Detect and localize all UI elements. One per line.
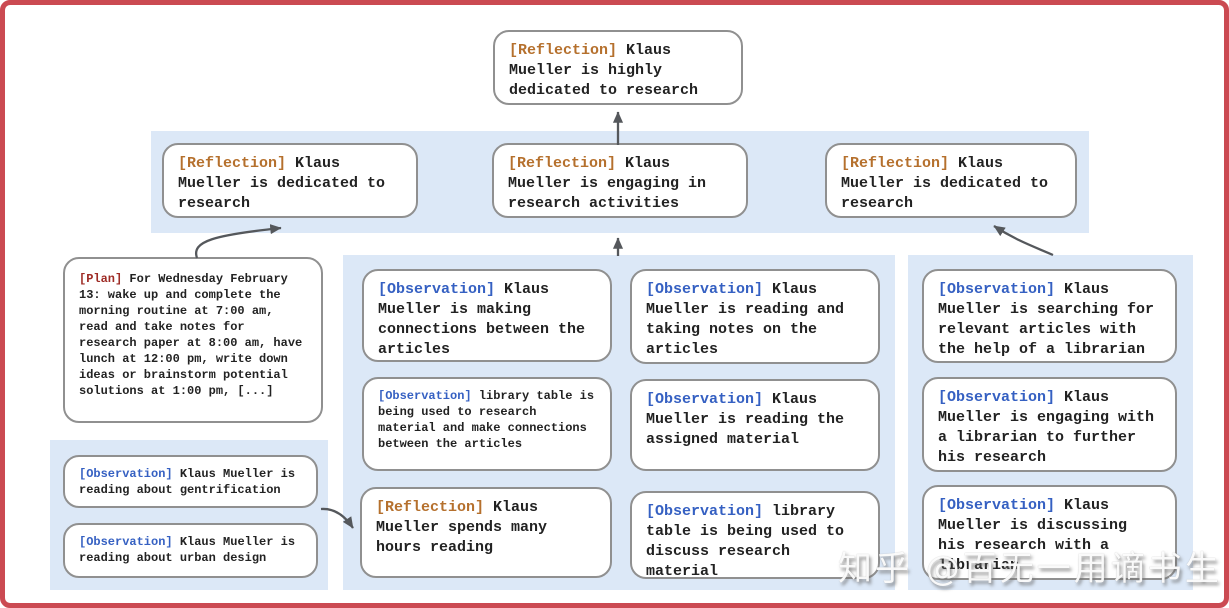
observation-tag: [Observation]: [378, 389, 472, 403]
node-reflection-left: [Reflection] Klaus Mueller is dedicated …: [162, 143, 418, 218]
node-observation-library-discuss: [Observation] library table is being use…: [630, 491, 880, 580]
node-observation-gentrification: [Observation] Klaus Mueller is reading a…: [63, 455, 318, 508]
node-observation-library-research: [Observation] library table is being use…: [362, 377, 612, 471]
observation-tag: [Observation]: [79, 535, 173, 549]
node-reflection-right: [Reflection] Klaus Mueller is dedicated …: [825, 143, 1077, 218]
node-text: Klaus Mueller spends many hours reading: [376, 499, 548, 556]
reflection-tag: [Reflection]: [841, 155, 950, 172]
reflection-tag: [Reflection]: [376, 499, 485, 516]
observation-tag: [Observation]: [938, 497, 1056, 514]
observation-tag: [Observation]: [938, 281, 1056, 298]
node-root-reflection: [Reflection] Klaus Mueller is highly ded…: [493, 30, 743, 105]
observation-tag: [Observation]: [646, 281, 764, 298]
zhihu-watermark: 知乎 @百无一用谪书生: [838, 549, 1222, 589]
node-observation-urban-design: [Observation] Klaus Mueller is reading a…: [63, 523, 318, 578]
reflection-tag: [Reflection]: [178, 155, 287, 172]
node-text: library table is being used to research …: [378, 389, 595, 451]
observation-tag: [Observation]: [646, 391, 764, 408]
node-text: Klaus Mueller is reading about gentrific…: [79, 467, 296, 497]
node-text: Klaus Mueller is dedicated to research: [841, 155, 1049, 212]
observation-tag: [Observation]: [646, 503, 764, 520]
node-text: Klaus Mueller is dedicated to research: [178, 155, 386, 212]
node-text: Klaus Mueller is reading about urban des…: [79, 535, 296, 565]
node-observation-connections: [Observation] Klaus Mueller is making co…: [362, 269, 612, 362]
node-text: Klaus Mueller is searching for relevant …: [938, 281, 1155, 358]
node-text: Klaus Mueller is reading and taking note…: [646, 281, 845, 358]
node-text: library table is being used to discuss r…: [646, 503, 845, 580]
node-observation-searching-articles: [Observation] Klaus Mueller is searching…: [922, 269, 1177, 363]
node-observation-engaging-librarian: [Observation] Klaus Mueller is engaging …: [922, 377, 1177, 472]
plan-tag: [Plan]: [79, 272, 123, 286]
reflection-tag: [Reflection]: [508, 155, 617, 172]
observation-tag: [Observation]: [79, 467, 173, 481]
reflection-tag: [Reflection]: [509, 42, 618, 59]
node-observation-taking-notes: [Observation] Klaus Mueller is reading a…: [630, 269, 880, 364]
node-plan: [Plan] For Wednesday February 13: wake u…: [63, 257, 323, 423]
node-text: Klaus Mueller is discussing his research…: [938, 497, 1128, 574]
node-text: Klaus Mueller is making connections betw…: [378, 281, 586, 358]
node-observation-assigned-material: [Observation] Klaus Mueller is reading t…: [630, 379, 880, 471]
observation-tag: [Observation]: [378, 281, 496, 298]
node-text: Klaus Mueller is reading the assigned ma…: [646, 391, 845, 448]
node-observation-discussing-research: [Observation] Klaus Mueller is discussin…: [922, 485, 1177, 580]
observation-tag: [Observation]: [938, 389, 1056, 406]
node-text: Klaus Mueller is engaging with a librari…: [938, 389, 1155, 466]
node-reflection-middle: [Reflection] Klaus Mueller is engaging i…: [492, 143, 748, 218]
node-text: For Wednesday February 13: wake up and c…: [79, 272, 303, 398]
node-text: Klaus Mueller is engaging in research ac…: [508, 155, 707, 212]
node-text: Klaus Mueller is highly dedicated to res…: [509, 42, 699, 99]
node-reflection-hours-reading: [Reflection] Klaus Mueller spends many h…: [360, 487, 612, 578]
